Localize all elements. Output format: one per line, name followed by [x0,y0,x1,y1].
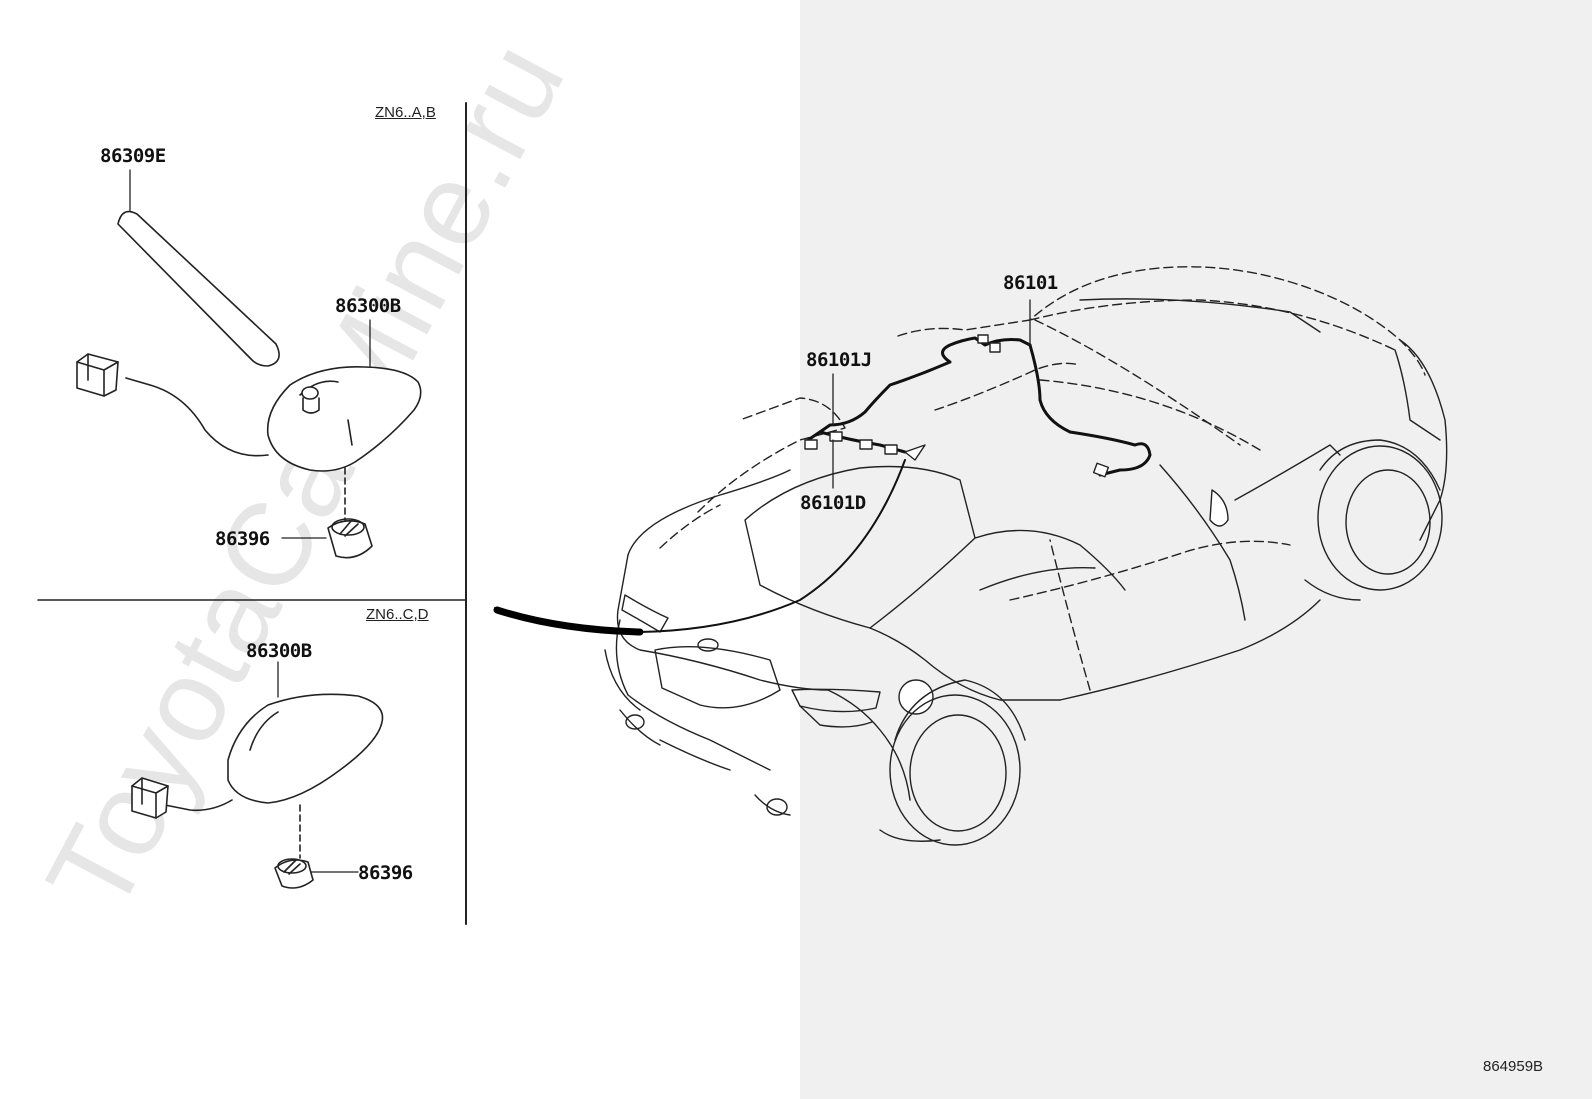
antenna-cord-harness [806,336,1152,477]
part-label-cord-d[interactable]: 86101D [800,492,866,514]
part-label-cord-main[interactable]: 86101 [1003,272,1058,294]
pad-bottom-drawing [274,858,359,889]
part-label-antenna-base-bottom[interactable]: 86300B [246,640,312,662]
pad-top-drawing [281,518,373,559]
diagram-reference-code: 864959B [1483,1058,1544,1075]
variant-label-bottom: ZN6..C,D [366,606,429,623]
car-outline [604,266,1448,846]
part-label-pad-top[interactable]: 86396 [215,528,270,550]
antenna-base-top-drawing [76,319,422,521]
part-label-rod-antenna[interactable]: 86309E [100,145,166,167]
pointer-arrow-head [493,606,644,636]
antenna-base-bottom-drawing [131,661,384,859]
rod-antenna-drawing [117,169,280,367]
part-label-pad-bottom[interactable]: 86396 [358,862,413,884]
shaded-panel-right [800,0,1592,1099]
part-label-cord-j[interactable]: 86101J [806,349,872,371]
variant-label-top: ZN6..A,B [375,104,436,121]
part-label-antenna-base-top[interactable]: 86300B [335,295,401,317]
cable-connectors [804,334,1110,478]
pointer-arc [494,459,906,634]
